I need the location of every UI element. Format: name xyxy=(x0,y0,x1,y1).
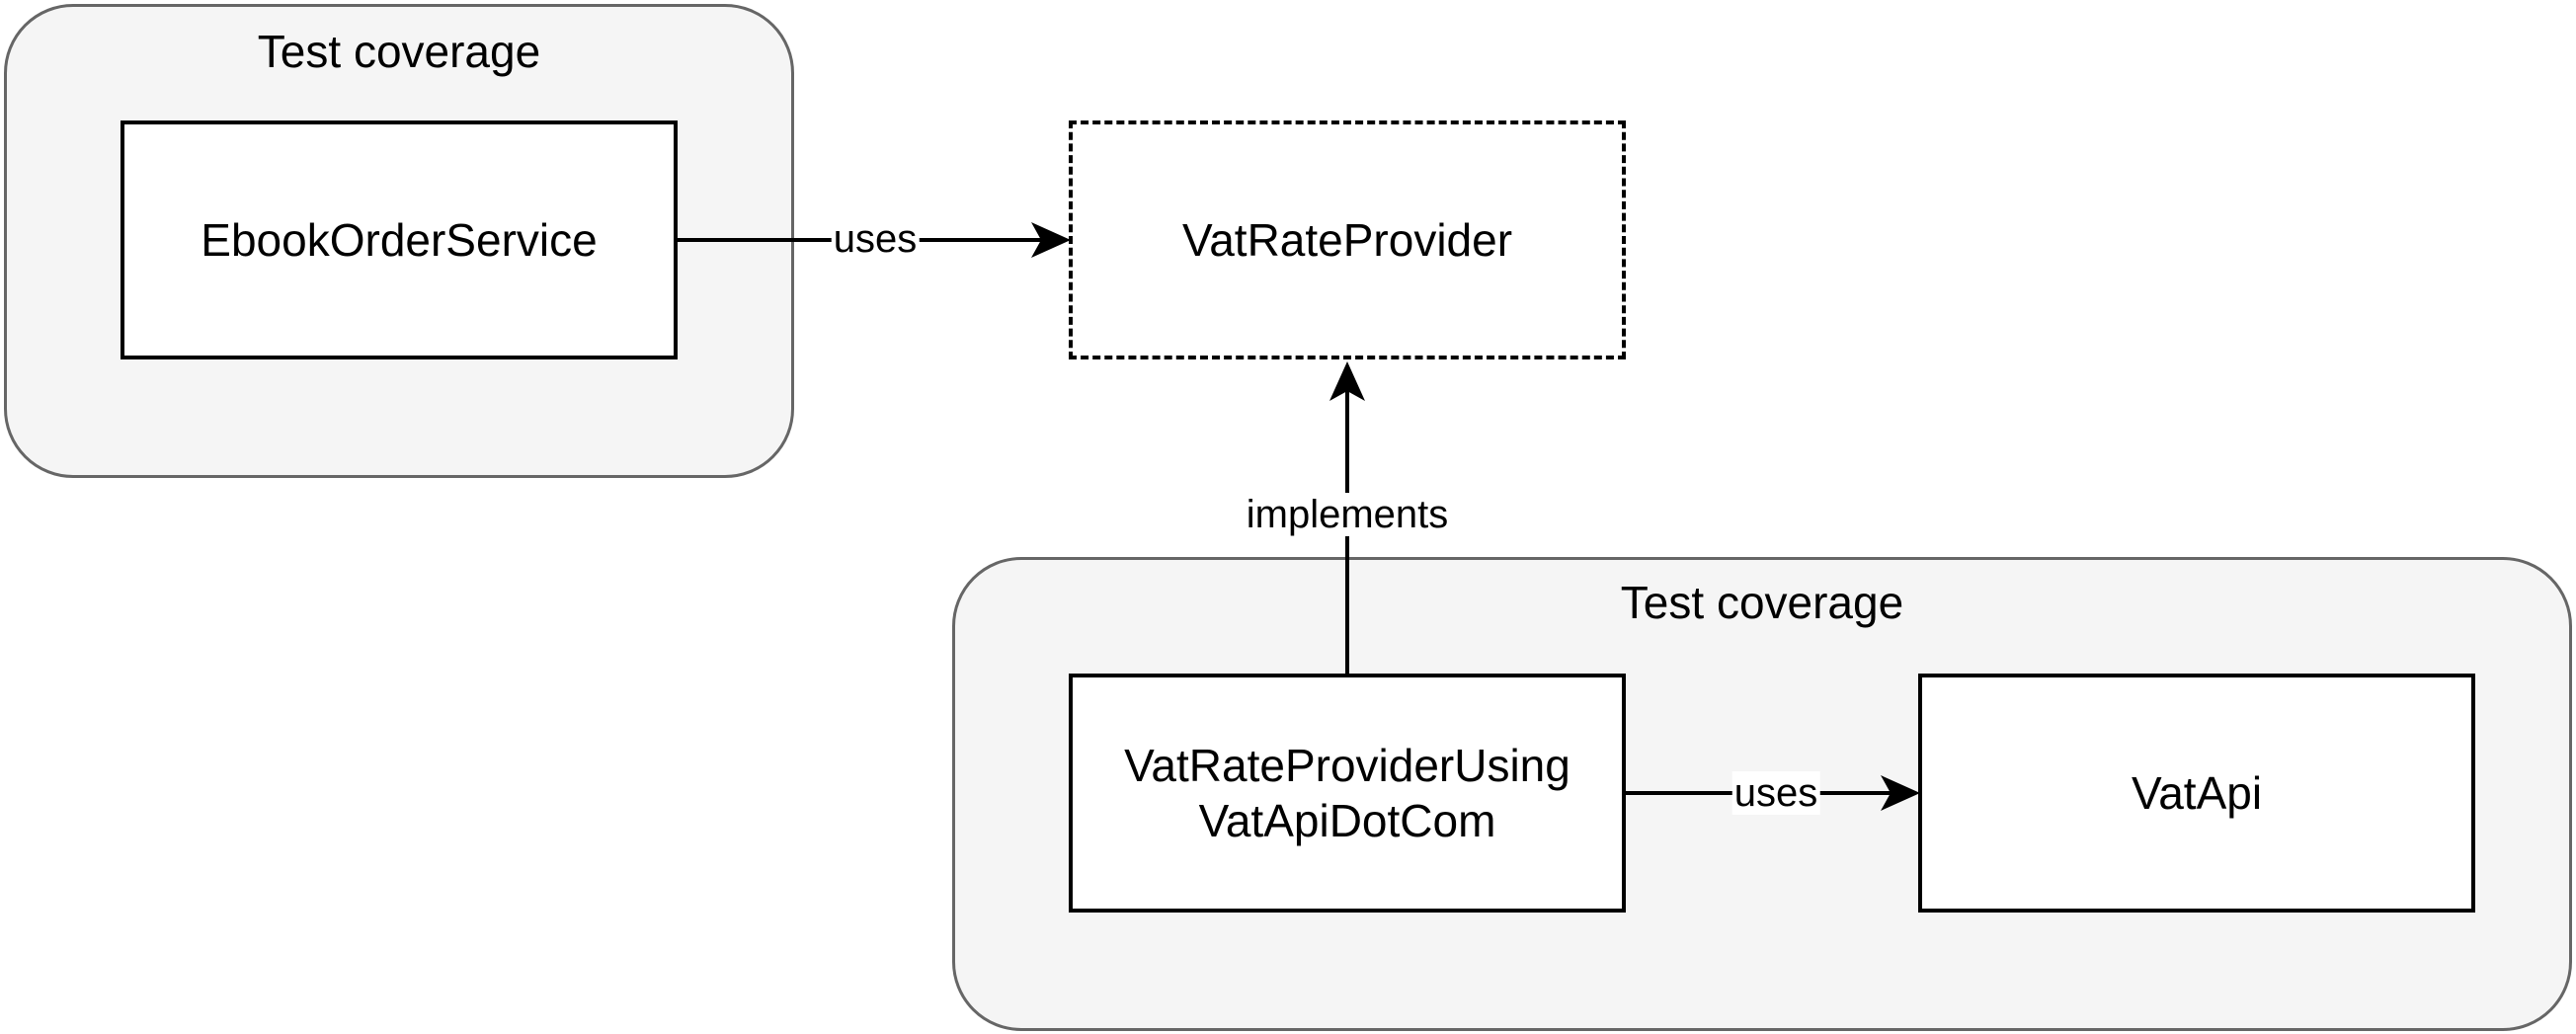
arrowhead-icon xyxy=(1329,361,1365,401)
group-title: Test coverage xyxy=(1620,577,1904,628)
edge-label-uses: uses xyxy=(1731,771,1820,815)
edge-label-uses: uses xyxy=(831,217,920,261)
vat-rate-provider-using-vatapidotcom-node[interactable]: VatRateProviderUsing VatApiDotCom xyxy=(1069,674,1626,913)
ebook-order-service-node[interactable]: EbookOrderService xyxy=(121,120,678,359)
arrowhead-icon xyxy=(1881,775,1920,811)
node-label-line2: VatApiDotCom xyxy=(1198,795,1496,846)
node-label: VatRateProvider xyxy=(1181,213,1513,266)
edge-label-implements: implements xyxy=(1244,493,1451,536)
vat-api-node[interactable]: VatApi xyxy=(1918,674,2475,913)
group-title: Test coverage xyxy=(257,26,541,77)
arrowhead-icon xyxy=(1031,222,1071,258)
vat-rate-provider-node[interactable]: VatRateProvider xyxy=(1069,120,1626,359)
node-label: EbookOrderService xyxy=(201,213,598,266)
node-label: VatApi xyxy=(2131,766,2263,819)
node-label-line1: VatRateProviderUsing xyxy=(1124,739,1570,791)
